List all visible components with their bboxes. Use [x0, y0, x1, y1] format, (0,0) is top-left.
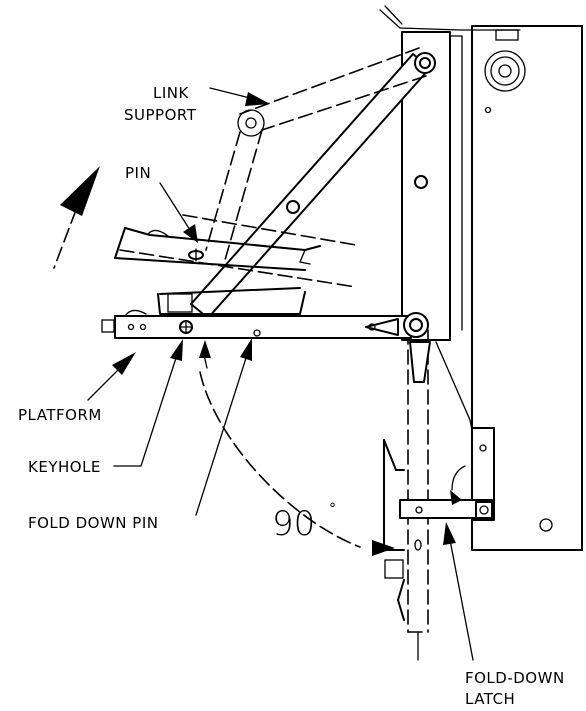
label-angle-unit: °	[329, 501, 336, 517]
link-support	[190, 52, 436, 319]
label-platform: PLATFORM	[18, 406, 102, 424]
label-link: LINK	[153, 84, 190, 102]
label-fold-down: FOLD-DOWN	[465, 669, 565, 687]
angle-arc	[199, 371, 395, 556]
label-angle-value: 90	[272, 504, 315, 544]
raised-position	[114, 47, 427, 288]
fold-down-latch	[399, 427, 495, 551]
label-fold-down-pin: FOLD DOWN PIN	[28, 514, 158, 532]
callouts: LINK SUPPORT PIN PLATFORM KEYHOLE FOLD D…	[18, 84, 565, 708]
label-keyhole: KEYHOLE	[28, 458, 101, 476]
leader-lines	[87, 87, 474, 661]
label-latch: LATCH	[465, 690, 515, 708]
folded-platform-position	[383, 329, 473, 661]
raise-arrow	[53, 166, 100, 269]
label-pin: PIN	[125, 164, 151, 182]
platform	[101, 287, 429, 339]
label-support: SUPPORT	[124, 106, 197, 124]
